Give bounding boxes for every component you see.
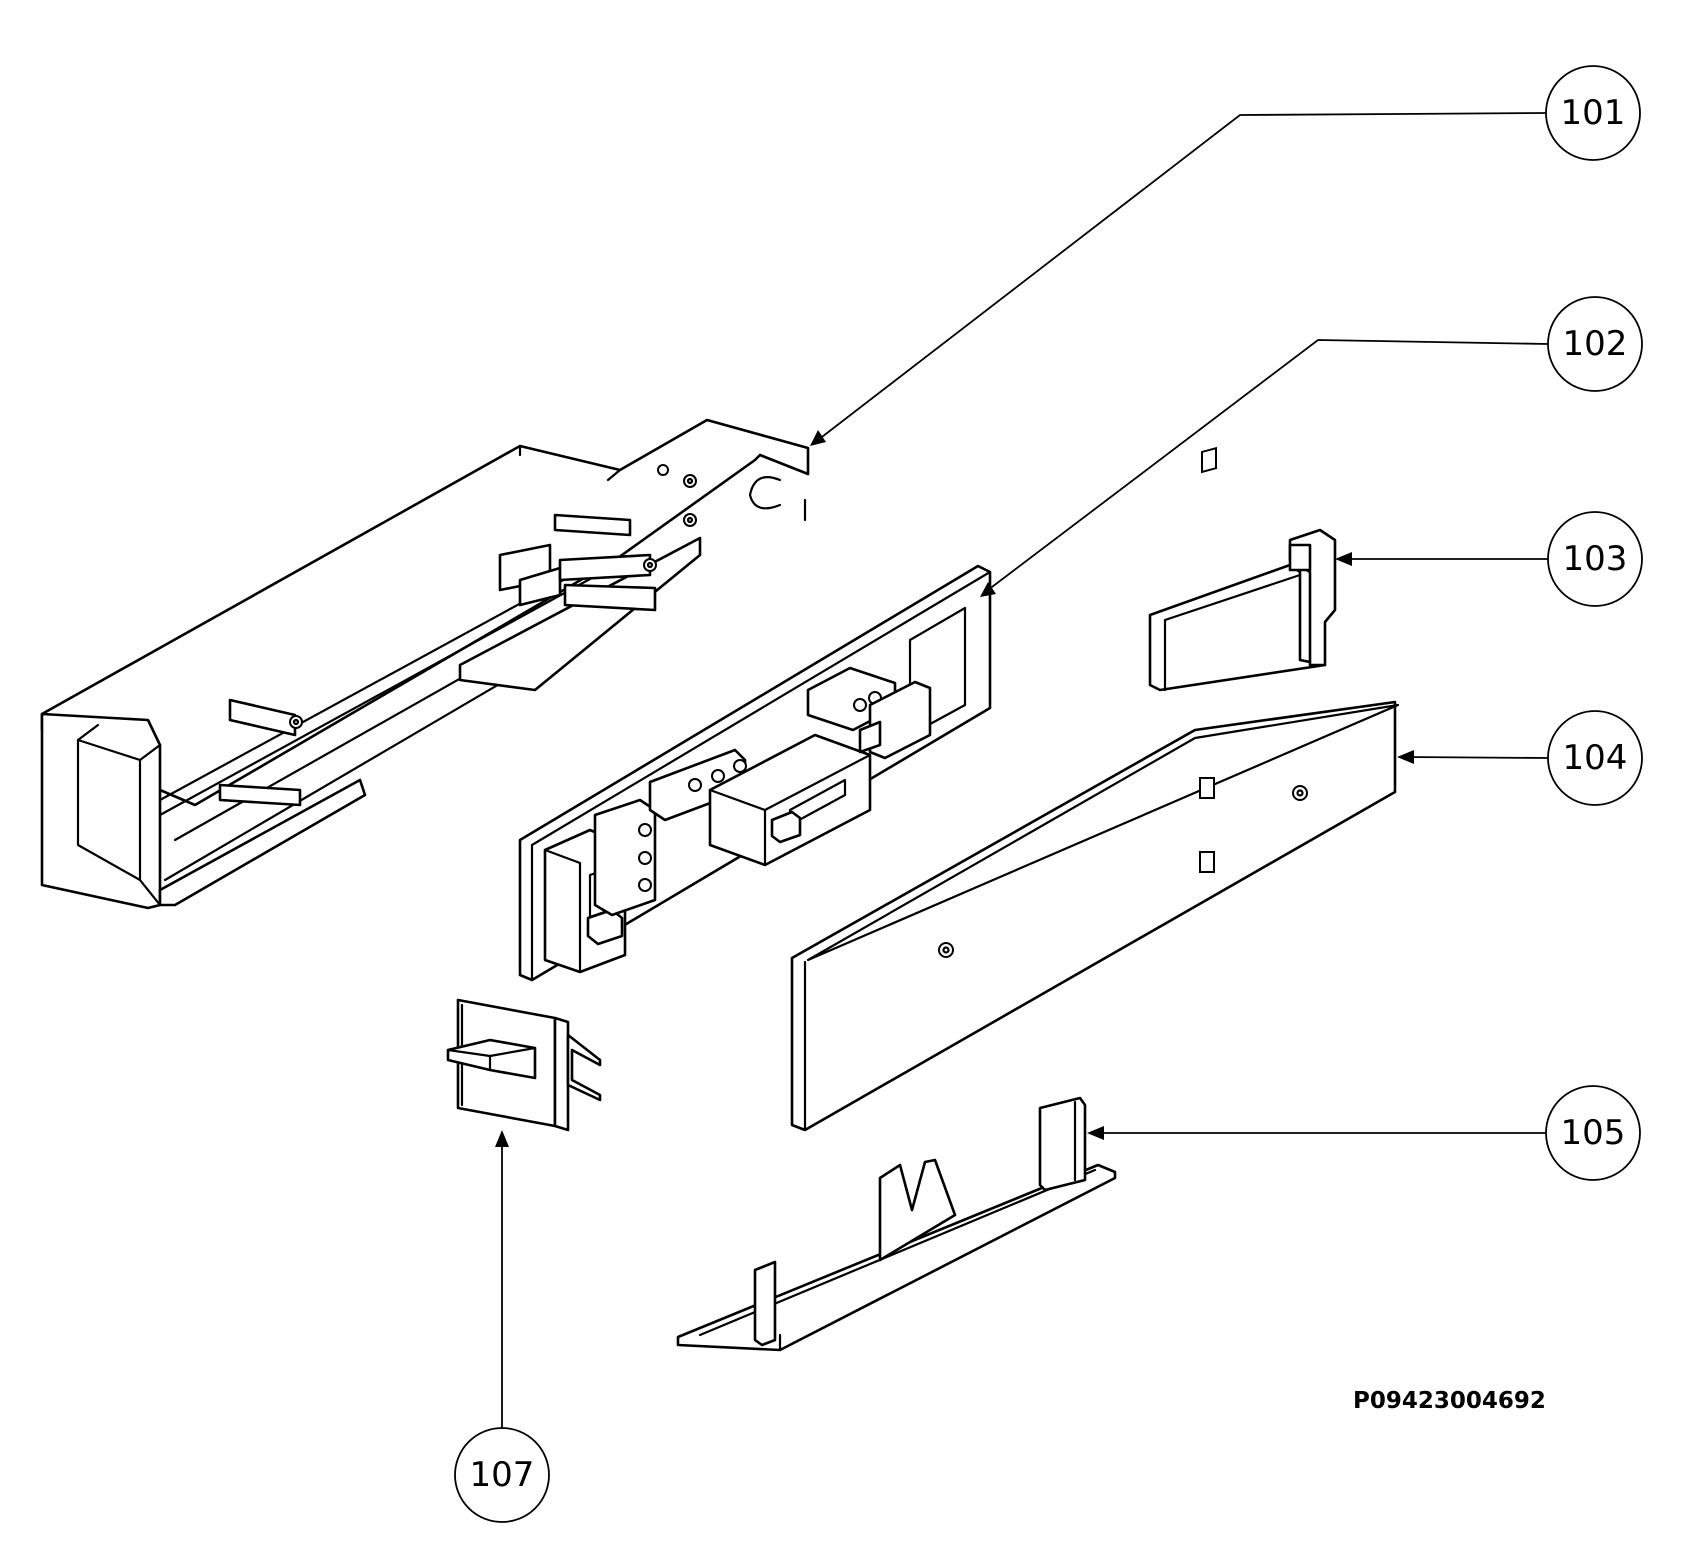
arrowhead-105 [1087, 1126, 1104, 1140]
callout-101-label: 101 [1561, 93, 1626, 133]
callout-105-label: 105 [1561, 1113, 1626, 1153]
callout-107: 107 [454, 1427, 550, 1523]
callout-101: 101 [1545, 65, 1641, 161]
part-105-rail [676, 1096, 1117, 1352]
leader-101 [817, 112, 1549, 441]
leader-102 [987, 339, 1549, 591]
callout-103-label: 103 [1563, 539, 1628, 579]
arrowhead-102 [980, 582, 996, 597]
leader-104 [1404, 756, 1549, 759]
part-104-cover [790, 446, 1400, 1132]
callout-104: 104 [1547, 710, 1643, 806]
arrowhead-104 [1397, 750, 1414, 764]
leader-lines [495, 112, 1549, 1428]
part-102-board [518, 564, 992, 982]
drawing-code: P09423004692 [1353, 1388, 1546, 1414]
callout-107-label: 107 [470, 1455, 535, 1495]
arrowhead-107 [495, 1130, 509, 1147]
callout-105: 105 [1545, 1085, 1641, 1181]
part-107-knob [446, 998, 602, 1132]
arrowhead-103 [1335, 552, 1352, 566]
part-103-bracket [1148, 528, 1337, 692]
callout-104-label: 104 [1563, 738, 1628, 778]
callout-102: 102 [1547, 296, 1643, 392]
callout-102-label: 102 [1563, 324, 1628, 364]
part-101-housing [40, 418, 810, 910]
callout-103: 103 [1547, 511, 1643, 607]
arrowhead-101 [810, 430, 826, 446]
